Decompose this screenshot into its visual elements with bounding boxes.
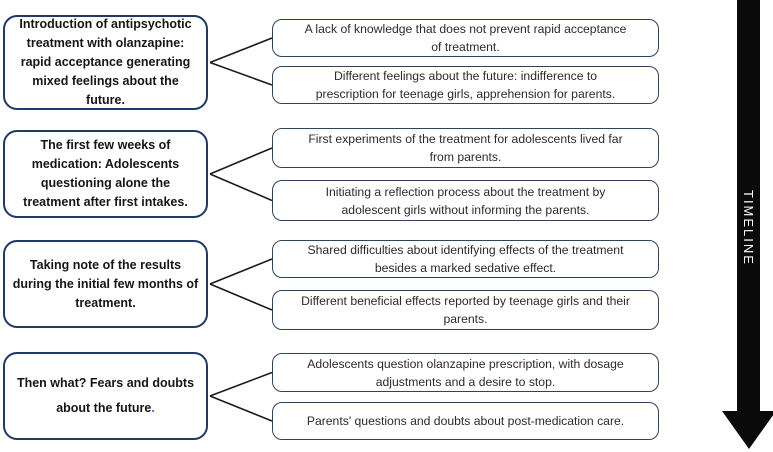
- timeline-label: TIMELINE: [741, 189, 756, 266]
- finding-box-1b: Different feelings about the future: ind…: [272, 66, 659, 104]
- stage-box-first-weeks-text: The first few weeks of medication: Adole…: [23, 138, 188, 209]
- connector-line: [209, 283, 273, 311]
- stage-box-taking-note: Taking note of the results during the in…: [3, 240, 208, 328]
- finding-box-3a-text: Shared difficulties about identifying ef…: [307, 243, 624, 275]
- connector-line: [209, 371, 273, 397]
- finding-box-4a: Adolescents question olanzapine prescrip…: [272, 353, 659, 392]
- stage-box-first-weeks: The first few weeks of medication: Adole…: [3, 130, 208, 218]
- stage-box-introduction: Introduction of antipsychotic treatment …: [3, 15, 208, 110]
- connector-line: [209, 147, 273, 175]
- stage-box-introduction-text: Introduction of antipsychotic treatment …: [19, 17, 192, 107]
- stage-box-then-what-text: Then what? Fears and doubts about the fu…: [16, 376, 195, 415]
- connector-line: [209, 37, 273, 64]
- connector-line: [209, 395, 273, 422]
- connector-line: [209, 258, 273, 285]
- finding-box-2a-text: First experiments of the treatment for a…: [308, 132, 623, 164]
- finding-box-4b-text: Parents' questions and doubts about post…: [306, 414, 625, 428]
- timeline-arrow-bar: [737, 0, 760, 412]
- finding-box-4a-text: Adolescents question olanzapine prescrip…: [307, 356, 624, 389]
- connector-line: [209, 61, 273, 86]
- connector-line: [209, 173, 273, 202]
- finding-box-2b: Initiating a reflection process about th…: [272, 180, 659, 221]
- finding-box-1a-text: A lack of knowledge that does not preven…: [304, 22, 627, 54]
- accent-period: .: [151, 401, 155, 415]
- stage-box-then-what: Then what? Fears and doubts about the fu…: [3, 352, 208, 440]
- finding-box-2b-text: Initiating a reflection process about th…: [325, 184, 606, 217]
- timeline-arrowhead: [722, 411, 773, 449]
- finding-box-2a: First experiments of the treatment for a…: [272, 128, 659, 168]
- finding-box-3a: Shared difficulties about identifying ef…: [272, 240, 659, 278]
- finding-box-4b: Parents' questions and doubts about post…: [272, 402, 659, 440]
- finding-box-3b-text: Different beneficial effects reported by…: [301, 294, 630, 326]
- finding-box-1b-text: Different feelings about the future: ind…: [315, 69, 616, 101]
- stage-box-taking-note-text: Taking note of the results during the in…: [12, 257, 199, 310]
- finding-box-1a: A lack of knowledge that does not preven…: [272, 19, 659, 57]
- finding-box-3b: Different beneficial effects reported by…: [272, 290, 659, 330]
